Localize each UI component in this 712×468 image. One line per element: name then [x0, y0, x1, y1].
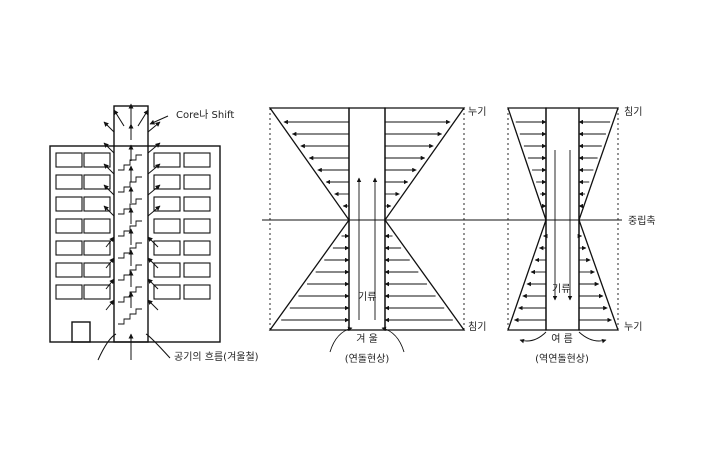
building-window — [55, 196, 83, 212]
stair-flight — [118, 198, 142, 215]
building-window — [183, 240, 211, 256]
winter-core-label: 기류 — [358, 291, 376, 303]
winter-pressure-top-left — [268, 107, 350, 223]
airflow-label: 공기의 흐름(겨울철) — [174, 351, 259, 363]
building-section — [49, 103, 221, 361]
stair-flight — [118, 220, 142, 237]
stair-flight — [118, 242, 142, 259]
summer-core — [545, 107, 580, 331]
building-window — [83, 174, 111, 190]
summer-top-label: 침기 — [624, 106, 642, 118]
summer-exit — [578, 331, 607, 344]
outflow-arrow — [103, 205, 115, 217]
summer-diagram — [507, 107, 619, 344]
building-window — [153, 152, 181, 168]
summer-pressure-arrows — [514, 119, 612, 344]
winter-caption-line1: 겨 울 — [356, 333, 378, 345]
summer-caption-line1: 여 름 — [551, 333, 573, 345]
building-window — [153, 196, 181, 212]
summer-pressure-bottom-right — [578, 219, 619, 331]
inflow-arrow — [105, 257, 115, 269]
winter-diagram — [268, 107, 466, 353]
winter-pressure-bottom-left — [268, 217, 350, 331]
inflow-arrow — [147, 278, 159, 290]
stair-flight — [118, 154, 142, 171]
core-shaft-label: Core나 Shift — [176, 109, 234, 121]
building-window — [55, 284, 83, 300]
winter-caption-line2: (연돌현상) — [345, 353, 390, 365]
outflow-arrow — [147, 184, 161, 196]
building-window — [183, 262, 211, 278]
outflow-arrow — [103, 142, 115, 154]
building-window — [55, 262, 83, 278]
summer-pressure-top-left — [507, 107, 547, 221]
neutral-axis-label: 중립축 — [628, 214, 656, 227]
inflow-arrow — [147, 236, 159, 248]
stair-flight — [118, 176, 142, 193]
exhaust-arrow — [137, 109, 149, 127]
inflow-arrow — [147, 257, 159, 269]
winter-top-label: 누기 — [468, 106, 486, 118]
building-window — [55, 152, 83, 168]
entry-curve — [145, 333, 171, 359]
summer-pressure-top-right — [578, 107, 619, 221]
building-window — [183, 284, 211, 300]
winter-pressure-top-right — [384, 107, 466, 223]
exhaust-arrow — [113, 109, 125, 127]
outflow-arrow — [103, 184, 115, 196]
inflow-arrow — [105, 299, 115, 311]
outflow-arrow — [103, 163, 115, 175]
outflow-arrow — [147, 205, 161, 217]
building-window — [183, 218, 211, 234]
winter-bottom-label: 침기 — [468, 321, 486, 333]
building-window — [55, 218, 83, 234]
winter-entry — [329, 326, 353, 353]
building-window — [55, 174, 83, 190]
stair-flight — [118, 264, 142, 281]
entry-curve — [97, 333, 117, 361]
building-window — [183, 174, 211, 190]
building-windows — [55, 152, 211, 300]
building-window — [183, 152, 211, 168]
outflow-arrow — [147, 142, 161, 154]
building-window — [83, 196, 111, 212]
building-window — [183, 196, 211, 212]
stair-flight — [118, 286, 142, 303]
building-airflow-arrows — [97, 103, 171, 361]
winter-pressure-bottom-right — [384, 217, 466, 331]
inflow-arrow — [105, 278, 115, 290]
building-window — [153, 284, 181, 300]
core-stairs — [118, 154, 142, 325]
winter-core — [348, 107, 386, 331]
building-window — [83, 262, 111, 278]
summer-core-label: 기류 — [552, 283, 570, 295]
outflow-arrow — [147, 163, 161, 175]
building-window — [153, 174, 181, 190]
label-pointer — [149, 115, 169, 125]
building-window — [153, 218, 181, 234]
building-window — [83, 152, 111, 168]
entrance-door — [71, 321, 91, 343]
stair-flight — [118, 308, 142, 325]
inflow-arrow — [147, 299, 159, 311]
building-window — [83, 284, 111, 300]
inflow-arrow — [105, 236, 115, 248]
winter-entry — [381, 326, 405, 353]
summer-pressure-bottom-left — [507, 219, 547, 331]
outflow-arrow — [147, 121, 161, 133]
summer-bottom-label: 누기 — [624, 321, 642, 333]
building-window — [153, 240, 181, 256]
summer-caption-line2: (역연돌현상) — [535, 353, 589, 365]
building-window — [55, 240, 83, 256]
summer-exit — [519, 331, 547, 344]
winter-pressure-arrows — [281, 119, 453, 353]
building-window — [83, 218, 111, 234]
building-window — [153, 262, 181, 278]
building-window — [83, 240, 111, 256]
outflow-arrow — [103, 121, 115, 133]
